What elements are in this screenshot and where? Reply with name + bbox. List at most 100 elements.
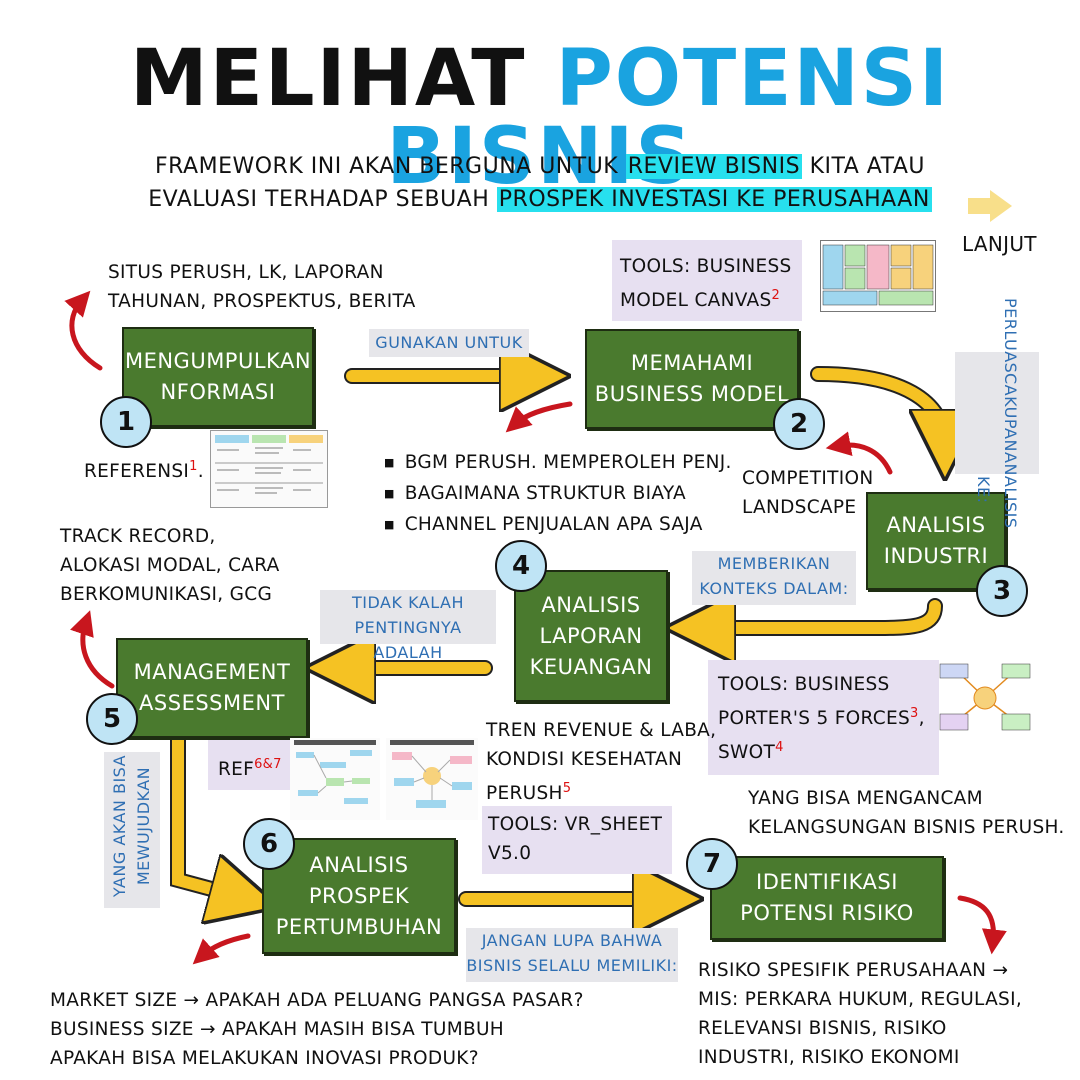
- note-trend: TREN REVENUE & LABA, KONDISI KESEHATAN P…: [486, 716, 716, 808]
- note-tools-bmc: TOOLS: BUSINESS MODEL CANVAS2: [612, 240, 802, 322]
- footnote-marker: 6&7: [254, 757, 282, 772]
- step-label: NFORMASI: [160, 380, 276, 404]
- step-label: ANALISIS: [886, 513, 986, 537]
- note-tools-porter: TOOLS: BUSINESS PORTER'S 5 FORCES3, SWOT…: [708, 660, 939, 776]
- note-competition: COMPETITION LANDSCAPE: [742, 464, 874, 522]
- note-line: REF: [218, 759, 255, 781]
- business-model-canvas-thumbnail[interactable]: [820, 240, 936, 312]
- footnote-marker: 1: [189, 459, 198, 474]
- note-line: REFERENSI: [84, 461, 190, 483]
- note-market: MARKET SIZE → APAKAH ADA PELUANG PANGSA …: [50, 986, 584, 1073]
- note-line: COMPETITION: [742, 468, 874, 489]
- note-line: RISIKO SPESIFIK PERUSAHAAN →: [698, 960, 1009, 981]
- step-number-2: 2: [773, 398, 825, 450]
- note-line: BUSINESS SIZE → APAKAH MASIH BISA TUMBUH: [50, 1019, 505, 1040]
- subtitle-text: FRAMEWORK INI AKAN BERGUNA UNTUK: [155, 154, 619, 179]
- subtitle-text: KITA ATAU: [809, 154, 925, 179]
- note-line: RELEVANSI BISNIS, RISIKO: [698, 1018, 947, 1039]
- step-label: ANALISIS: [309, 852, 409, 877]
- note-ref-6-7: REF6&7: [208, 740, 294, 791]
- step-label: KEUANGAN: [529, 654, 653, 679]
- note-line: KONDISI KESEHATAN: [486, 749, 683, 770]
- note-reference: REFERENSI1.: [84, 459, 204, 483]
- note-line: TOOLS: BUSINESS: [620, 256, 792, 277]
- note-line: MODEL CANVAS: [620, 290, 772, 312]
- footnote-marker: 5: [562, 781, 572, 796]
- note-line: MIS: PERKARA HUKUM, REGULASI,: [698, 989, 1023, 1010]
- connector-label-2-3: PERLUAS CAKUPAN ANALISIS KE:: [955, 298, 1039, 528]
- note-line: PORTER'S 5 FORCES: [718, 708, 911, 730]
- note-threat: YANG BISA MENGANCAM KELANGSUNGAN BISNIS …: [748, 784, 1065, 842]
- mindmap-thumbnail-1[interactable]: [290, 738, 380, 820]
- list-item: BAGAIMANA STRUKTUR BIAYA: [384, 479, 732, 510]
- step-box-2: MEMAHAMI BUSINESS MODEL: [585, 329, 799, 429]
- connector-text: MEWUJUDKAN: [134, 766, 153, 886]
- note-line: PERUSH: [486, 783, 563, 805]
- porter-five-forces-thumbnail[interactable]: [938, 660, 1032, 736]
- note-line: TOOLS: BUSINESS: [718, 674, 890, 695]
- note-track-record: TRACK RECORD, ALOKASI MODAL, CARA BERKOM…: [60, 522, 280, 609]
- step-label: MEMAHAMI: [630, 351, 754, 375]
- subtitle: FRAMEWORK INI AKAN BERGUNA UNTUK REVIEW …: [60, 150, 1020, 216]
- note-line: LANDSCAPE: [742, 497, 857, 518]
- footnote-marker: 2: [771, 288, 781, 303]
- note-line: ALOKASI MODAL, CARA: [60, 555, 280, 576]
- step-box-4: ANALISIS LAPORAN KEUANGAN: [514, 570, 668, 702]
- step-label: ANALISIS: [541, 592, 641, 617]
- note-line: MARKET SIZE → APAKAH ADA PELUANG PANGSA …: [50, 990, 584, 1011]
- connector-text: CAKUPAN: [1001, 372, 1020, 452]
- list-item: BGM PERUSH. MEMPEROLEH PENJ.: [384, 448, 732, 479]
- connector-text: PENTINGNYA ADALAH: [354, 618, 462, 662]
- title-part1: MELIHAT: [129, 34, 527, 124]
- note-line: SWOT: [718, 742, 776, 764]
- note-line: TAHUNAN, PROSPEKTUS, BERITA: [108, 291, 416, 312]
- step-label: LAPORAN: [539, 623, 643, 648]
- note-line: INDUSTRI, RISIKO EKONOMI: [698, 1047, 960, 1068]
- mindmap-thumbnail-2[interactable]: [386, 738, 478, 820]
- connector-text: TIDAK KALAH: [352, 593, 464, 612]
- subtitle-highlight: REVIEW BISNIS: [625, 154, 803, 179]
- note-line: V5.0: [488, 843, 532, 864]
- reference-table-thumbnail[interactable]: [210, 430, 328, 508]
- step-label: POTENSI RISIKO: [740, 901, 914, 925]
- step-label: MENGUMPULKAN: [124, 349, 312, 373]
- step-label: MANAGEMENT: [133, 660, 291, 684]
- step-number-7: 7: [686, 838, 738, 890]
- note-line: TREN REVENUE & LABA,: [486, 720, 717, 741]
- subtitle-highlight: PROSPEK INVESTASI KE PERUSAHAAN: [496, 187, 932, 212]
- connector-text: JANGAN LUPA BAHWA: [481, 931, 663, 950]
- connector-text: BISNIS SELALU MEMILIKI:: [466, 956, 678, 975]
- note-line: APAKAH BISA MELAKUKAN INOVASI PRODUK?: [50, 1048, 479, 1069]
- step-number-5: 5: [86, 693, 138, 745]
- list-item: CHANNEL PENJUALAN APA SAJA: [384, 510, 732, 541]
- note-line: BERKOMUNIKASI, GCG: [60, 584, 273, 605]
- note-tools-vr-sheet: TOOLS: VR_SHEET V5.0: [482, 806, 673, 874]
- connector-text: PERLUAS: [1001, 297, 1020, 373]
- next-arrow-icon[interactable]: [960, 186, 1020, 230]
- step-label: ASSESSMENT: [139, 691, 285, 715]
- note-line: TRACK RECORD,: [60, 526, 216, 547]
- step-number-6: 6: [243, 818, 295, 870]
- step-number-4: 4: [495, 540, 547, 592]
- note-sources: SITUS PERUSH, LK, LAPORAN TAHUNAN, PROSP…: [108, 258, 416, 316]
- step-label: BUSINESS MODEL: [594, 382, 790, 406]
- connector-label-6-7: JANGAN LUPA BAHWA BISNIS SELALU MEMILIKI…: [466, 928, 678, 982]
- connector-text: KONTEKS DALAM:: [699, 579, 849, 598]
- step-label: PERTUMBUHAN: [275, 914, 443, 939]
- subtitle-text: EVALUASI TERHADAP SEBUAH: [148, 187, 490, 212]
- note-line: TOOLS: VR_SHEET: [488, 814, 663, 835]
- connector-label-5-6: YANG AKAN BISA MEWUJUDKAN: [104, 752, 160, 908]
- connector-text: ANALISIS KE:: [974, 451, 1020, 529]
- connector-text: MEMBERIKAN: [717, 554, 831, 573]
- step-label: PROSPEK: [308, 883, 410, 908]
- connector-text: YANG AKAN BISA: [110, 754, 129, 898]
- connector-label-3-4: MEMBERIKAN KONTEKS DALAM:: [692, 551, 856, 605]
- footnote-marker: 4: [775, 740, 784, 756]
- step-box-6: ANALISIS PROSPEK PERTUMBUHAN: [262, 838, 456, 954]
- step-box-5: MANAGEMENT ASSESSMENT: [116, 638, 308, 738]
- next-label[interactable]: LANJUT: [962, 232, 1037, 256]
- note-line: YANG BISA MENGANCAM: [748, 788, 983, 809]
- connector-label-4-5: TIDAK KALAH PENTINGNYA ADALAH: [320, 590, 496, 662]
